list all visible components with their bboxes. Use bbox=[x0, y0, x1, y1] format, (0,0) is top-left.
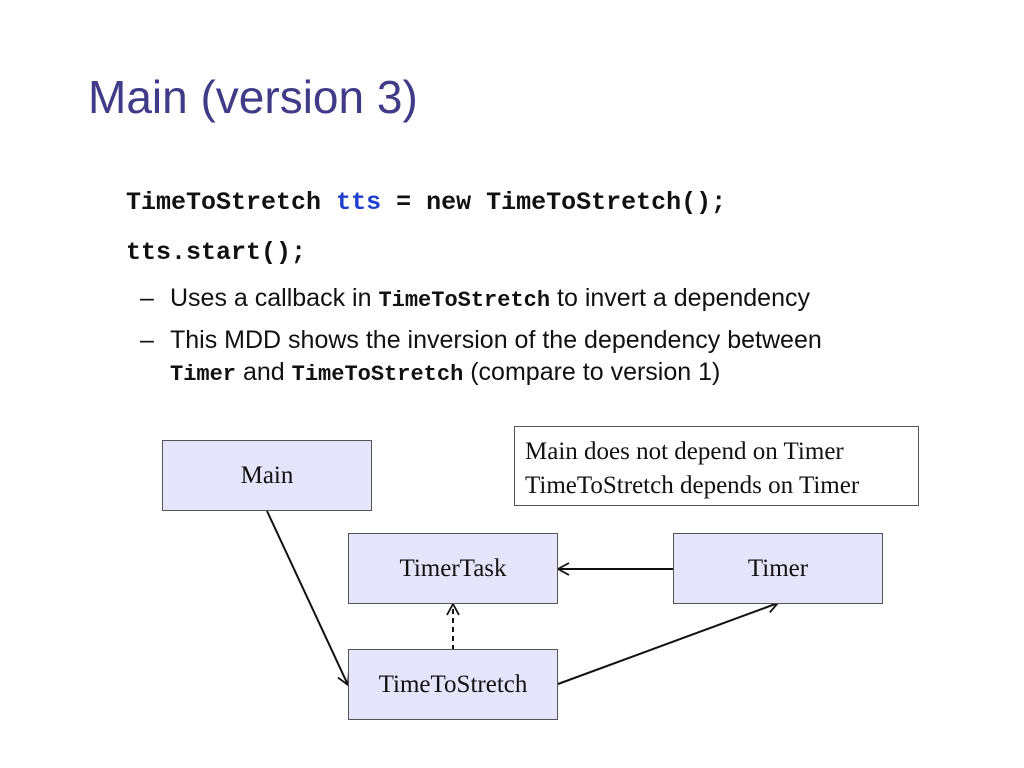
box-main: Main bbox=[162, 440, 372, 511]
bullet-text: (compare to version 1) bbox=[470, 358, 721, 386]
bullet-dash: – bbox=[140, 326, 154, 354]
bullet-code: TimeToStretch bbox=[378, 288, 551, 313]
arrow-timetostretch-to-timer bbox=[557, 600, 780, 685]
dependency-note: Main does not depend on Timer TimeToStre… bbox=[514, 426, 919, 506]
bullet-item-inversion-continued: Timer and TimeToStretch (compare to vers… bbox=[170, 356, 720, 391]
box-label: TimeToStretch bbox=[378, 670, 528, 698]
box-label: TimerTask bbox=[399, 554, 507, 582]
bullet-item-inversion: –This MDD shows the inversion of the dep… bbox=[140, 324, 822, 356]
bullet-text: This MDD shows the inversion of the depe… bbox=[170, 326, 822, 354]
box-label: Timer bbox=[747, 554, 809, 582]
page-title: Main (version 3) bbox=[88, 71, 418, 123]
bullet-dash: – bbox=[140, 284, 154, 312]
box-timer: Timer bbox=[673, 533, 883, 604]
bullet-code: TimeToStretch bbox=[291, 362, 464, 387]
bullet-text: and bbox=[242, 358, 285, 386]
bullet-item-callback: –Uses a callback in TimeToStretch to inv… bbox=[140, 282, 810, 317]
arrow-main-to-timetostretch bbox=[266, 510, 350, 687]
box-timertask: TimerTask bbox=[348, 533, 558, 604]
note-line: Main does not depend on Timer bbox=[525, 438, 844, 465]
code-line-declaration: TimeToStretch tts = new TimeToStretch(); bbox=[126, 188, 726, 217]
code-line-start: tts.start(); bbox=[126, 238, 307, 267]
code-type: TimeToStretch bbox=[126, 188, 322, 217]
note-line: TimeToStretch depends on Timer bbox=[525, 472, 860, 499]
code-rest: = new TimeToStretch(); bbox=[396, 188, 727, 217]
bullet-text: to invert a dependency bbox=[557, 284, 810, 312]
box-timetostretch: TimeToStretch bbox=[348, 649, 558, 720]
code-variable: tts bbox=[336, 188, 382, 217]
bullet-code: Timer bbox=[170, 362, 237, 387]
bullet-text: Uses a callback in bbox=[170, 284, 372, 312]
box-label: Main bbox=[240, 461, 294, 489]
